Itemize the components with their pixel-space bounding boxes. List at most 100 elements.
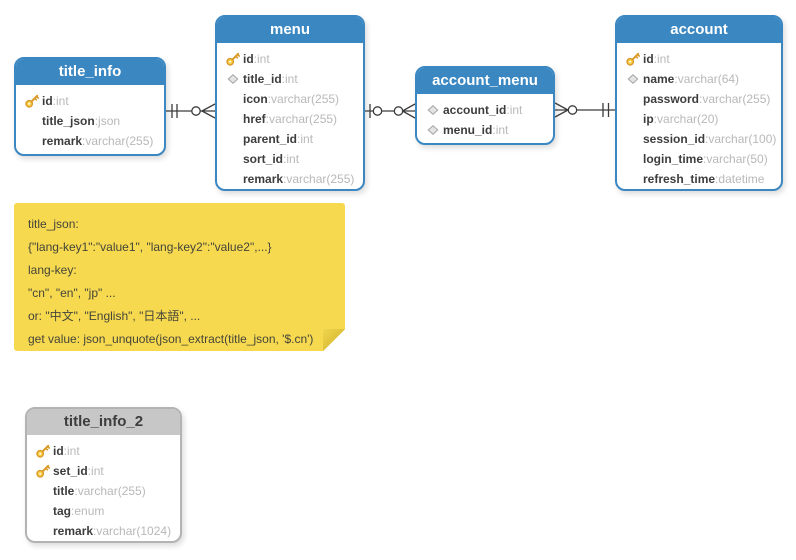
table-title: account_menu	[417, 68, 553, 96]
field-name: id	[243, 49, 257, 69]
field-type: varchar(255)	[269, 112, 338, 126]
field-name: login_time	[643, 149, 706, 169]
field-type: varchar(100)	[708, 132, 777, 146]
field-name: title	[53, 481, 78, 501]
field-name: set_id	[53, 461, 91, 481]
diamond-icon	[423, 104, 443, 116]
field-type: int	[300, 132, 314, 146]
table-body: idint set_idint titlevarchar(255) tagenu…	[27, 437, 180, 541]
table-body: account_idint menu_idint	[417, 96, 553, 142]
table-body: idint namevarchar(64) passwordvarchar(25…	[617, 45, 781, 189]
note-line: {"lang-key1":"value1", "lang-key2":"valu…	[28, 240, 272, 254]
diamond-icon	[223, 73, 243, 85]
table-row: set_idint	[33, 461, 176, 481]
key-icon	[223, 52, 243, 66]
diamond-icon	[623, 73, 643, 85]
note-folded-corner	[323, 329, 345, 351]
table-row: remarkvarchar(255)	[223, 169, 359, 189]
table-row: login_timevarchar(50)	[623, 149, 777, 169]
field-name: icon	[243, 89, 271, 109]
note-line: lang-key:	[28, 263, 77, 277]
table-title_info_2[interactable]: title_info_2 idint set_idint titlevarcha…	[25, 407, 182, 543]
field-type: enum	[74, 504, 105, 518]
table-row: title_jsonjson	[22, 111, 160, 131]
sticky-note[interactable]: title_json: {"lang-key1":"value1", "lang…	[14, 203, 345, 351]
key-icon	[33, 444, 53, 458]
field-name: refresh_time	[643, 169, 718, 189]
field-type: varchar(50)	[706, 152, 768, 166]
table-row: titlevarchar(255)	[33, 481, 176, 501]
table-title: title_info_2	[27, 409, 180, 437]
table-row: session_idvarchar(100)	[623, 129, 777, 149]
relationship-account_menu-account	[555, 102, 615, 118]
field-type: varchar(255)	[286, 172, 355, 186]
table-title: title_info	[16, 59, 164, 87]
field-type: int	[67, 444, 80, 458]
field-name: ip	[643, 109, 657, 129]
diamond-icon	[423, 124, 443, 136]
field-name: id	[53, 441, 67, 461]
field-type: int	[91, 464, 104, 478]
note-line: "cn", "en", "jp" ...	[28, 286, 116, 300]
table-account_menu[interactable]: account_menu account_idint menu_idint	[415, 66, 555, 145]
table-row: idint	[33, 441, 176, 461]
field-type: varchar(20)	[657, 112, 719, 126]
field-name: href	[243, 109, 269, 129]
table-row: tagenum	[33, 501, 176, 521]
table-body: idint title_jsonjson remarkvarchar(255)	[16, 87, 164, 153]
field-name: remark	[53, 521, 96, 541]
field-type: int	[495, 123, 509, 137]
field-type: int	[56, 94, 69, 108]
field-type: varchar(255)	[77, 484, 146, 498]
field-type: json	[98, 114, 121, 128]
table-row: title_idint	[223, 69, 359, 89]
field-type: int	[257, 52, 270, 66]
field-name: password	[643, 89, 702, 109]
table-row: hrefvarchar(255)	[223, 109, 359, 129]
field-name: menu_id	[443, 120, 496, 140]
field-type: varchar(1024)	[96, 524, 172, 538]
field-type: varchar(255)	[271, 92, 340, 106]
field-type: varchar(64)	[677, 72, 740, 86]
note-line: or: "中文", "English", "日本語", ...	[28, 309, 201, 323]
table-menu[interactable]: menu idint title_idint iconvarchar(255) …	[215, 15, 365, 191]
field-name: name	[643, 69, 678, 89]
field-name: id	[42, 91, 56, 111]
table-row: refresh_timedatetime	[623, 169, 777, 189]
table-row: idint	[22, 91, 160, 111]
key-icon	[623, 52, 643, 66]
table-row: account_idint	[423, 100, 549, 120]
table-row: remarkvarchar(255)	[22, 131, 160, 151]
note-line: get value: json_unquote(json_extract(tit…	[28, 332, 314, 346]
field-type: varchar(255)	[85, 134, 154, 148]
field-name: parent_id	[243, 129, 300, 149]
field-type: int	[286, 152, 300, 166]
table-title_info[interactable]: title_info idint title_jsonjson remarkva…	[14, 57, 166, 156]
table-row: remarkvarchar(1024)	[33, 521, 176, 541]
table-row: idint	[223, 49, 359, 69]
table-body: idint title_idint iconvarchar(255) hrefv…	[217, 45, 363, 189]
table-row: namevarchar(64)	[623, 69, 777, 89]
table-account[interactable]: account idint namevarchar(64) passwordva…	[615, 15, 783, 191]
table-row: passwordvarchar(255)	[623, 89, 777, 109]
field-type: int	[285, 72, 298, 86]
field-type: datetime	[718, 172, 765, 186]
field-name: remark	[42, 131, 85, 151]
table-row: ipvarchar(20)	[623, 109, 777, 129]
field-name: id	[643, 49, 657, 69]
note-line: title_json:	[28, 217, 79, 231]
table-title: account	[617, 17, 781, 45]
field-name: account_id	[443, 100, 510, 120]
field-name: title_json	[42, 111, 98, 131]
table-row: idint	[623, 49, 777, 69]
table-row: parent_idint	[223, 129, 359, 149]
field-name: tag	[53, 501, 74, 521]
field-name: sort_id	[243, 149, 286, 169]
table-title: menu	[217, 17, 363, 45]
field-type: int	[509, 103, 523, 117]
table-row: iconvarchar(255)	[223, 89, 359, 109]
key-icon	[33, 464, 53, 478]
field-name: session_id	[643, 129, 708, 149]
table-row: sort_idint	[223, 149, 359, 169]
